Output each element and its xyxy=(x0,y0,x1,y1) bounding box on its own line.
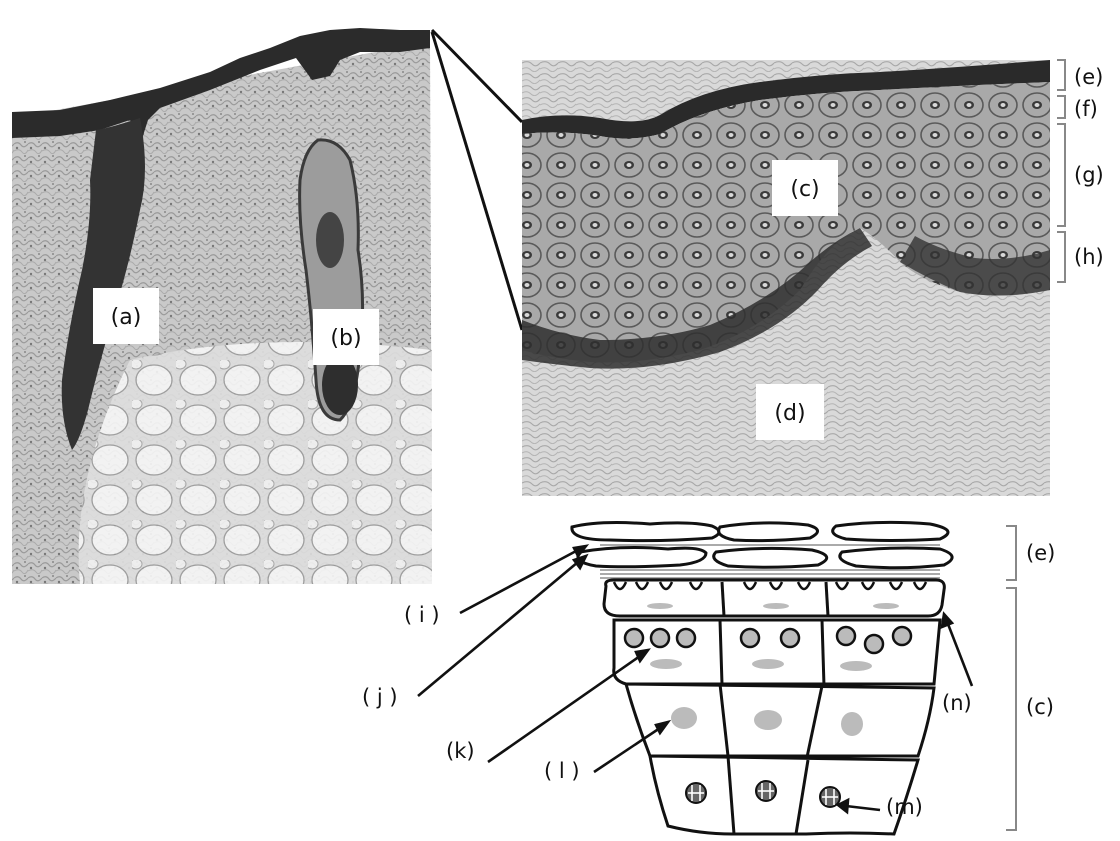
label-d: (d) xyxy=(774,401,805,426)
subcutaneous-fat xyxy=(79,342,432,584)
granular-divider-2 xyxy=(826,582,828,616)
hair-shaft-b xyxy=(316,212,344,268)
granular-divider-1 xyxy=(722,582,724,616)
epidermis-schematic xyxy=(572,522,952,834)
epidermis-zoom-micrograph: (c) (d) xyxy=(522,60,1050,496)
corneocyte-2 xyxy=(719,523,818,541)
skin-section-micrograph: (a) (b) xyxy=(12,28,432,584)
arrow-k xyxy=(488,656,640,762)
label-b: (b) xyxy=(330,326,361,351)
bracket-g xyxy=(1057,124,1065,226)
label-h: (h) xyxy=(1074,245,1104,269)
corneocyte-3 xyxy=(833,522,948,540)
bracket-c-diagram xyxy=(1006,588,1016,830)
label-n: (n) xyxy=(942,691,972,715)
corneocyte-5 xyxy=(714,548,827,567)
bracket-e-diagram xyxy=(1006,526,1016,580)
bracket-f xyxy=(1057,96,1065,118)
label-e-diagram: (e) xyxy=(1026,541,1055,565)
label-m: (m) xyxy=(886,795,923,819)
label-e-top: (e) xyxy=(1074,65,1103,89)
label-k: (k) xyxy=(446,739,475,763)
label-c-diagram: (c) xyxy=(1026,695,1054,719)
spinous-upper-divider-1 xyxy=(720,620,722,684)
arrow-n xyxy=(948,624,972,686)
label-g: (g) xyxy=(1074,163,1104,187)
label-i: ( i ) xyxy=(404,603,440,627)
spinous-upper-divider-2 xyxy=(822,620,824,686)
bracket-e-top xyxy=(1057,60,1065,90)
bracket-h xyxy=(1057,232,1065,282)
label-c: (c) xyxy=(790,177,819,202)
arrow-i xyxy=(460,550,578,613)
corneocyte-1 xyxy=(572,523,719,541)
label-f: (f) xyxy=(1074,97,1098,121)
corneocyte-6 xyxy=(840,548,952,568)
corneocyte-4 xyxy=(578,548,706,567)
layer-brackets-top xyxy=(1057,60,1065,282)
label-l: ( l ) xyxy=(544,759,580,783)
layer-brackets-diagram xyxy=(1006,526,1016,830)
label-a: (a) xyxy=(111,305,142,330)
label-j: ( j ) xyxy=(362,685,398,709)
arrow-j xyxy=(418,562,578,696)
